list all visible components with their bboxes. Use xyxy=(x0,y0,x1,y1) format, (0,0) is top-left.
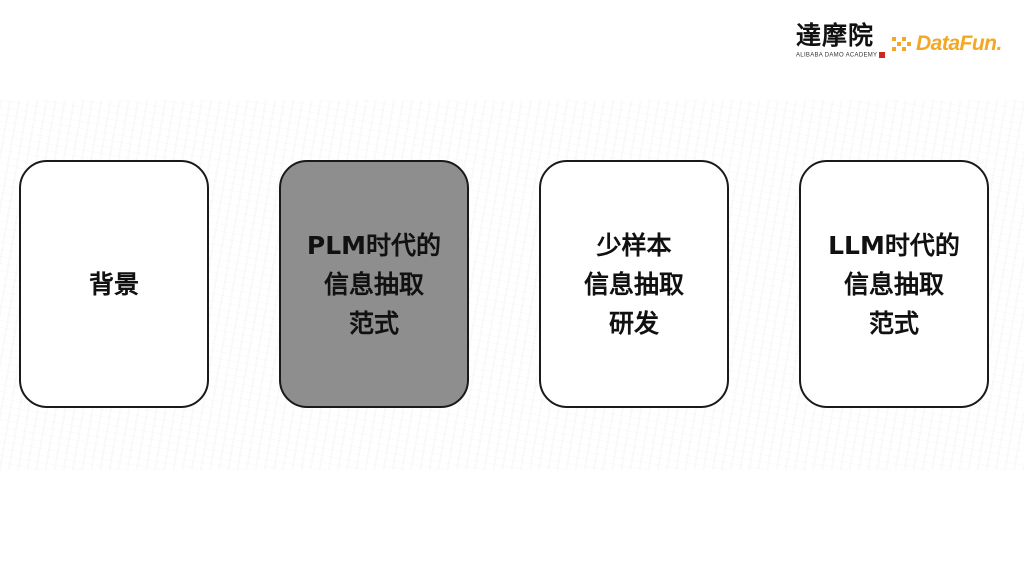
damo-academy-logo: 達摩院 ALIBABA DAMO ACADEMY xyxy=(796,21,886,66)
card-label: 背景 xyxy=(89,265,139,304)
section-card-background[interactable]: 背景 xyxy=(19,160,209,408)
card-label-line-1: 背景 xyxy=(88,269,139,299)
card-label-line-3: 范式 xyxy=(868,308,919,338)
card-label-line-1: LLM时代的 xyxy=(828,230,960,260)
seal-icon xyxy=(879,52,886,58)
card-label: 少样本 信息抽取 研发 xyxy=(584,226,684,343)
card-label-line-1: PLM时代的 xyxy=(306,230,442,260)
card-label-line-2: 信息抽取 xyxy=(583,269,684,299)
card-label: PLM时代的 信息抽取 范式 xyxy=(307,226,441,343)
card-label-line-2: 信息抽取 xyxy=(843,269,944,299)
datafun-mark-icon xyxy=(892,37,911,51)
card-label-line-1: 少样本 xyxy=(596,230,672,260)
datafun-logo: DataFun. xyxy=(892,30,1016,58)
damo-logo-english: ALIBABA DAMO ACADEMY xyxy=(796,52,886,59)
card-label-line-2: 信息抽取 xyxy=(323,269,424,299)
damo-logo-english-text: ALIBABA DAMO ACADEMY xyxy=(796,52,878,59)
card-label-line-3: 研发 xyxy=(608,308,659,338)
section-card-plm-paradigm[interactable]: PLM时代的 信息抽取 范式 xyxy=(279,160,469,408)
section-card-few-shot-research[interactable]: 少样本 信息抽取 研发 xyxy=(539,160,729,408)
card-label-line-3: 范式 xyxy=(348,308,399,338)
card-label: LLM时代的 信息抽取 范式 xyxy=(828,226,960,343)
datafun-wordmark: DataFun. xyxy=(916,32,1002,55)
damo-logo-chinese: 達摩院 xyxy=(796,21,875,50)
section-card-llm-paradigm[interactable]: LLM时代的 信息抽取 范式 xyxy=(799,160,989,408)
